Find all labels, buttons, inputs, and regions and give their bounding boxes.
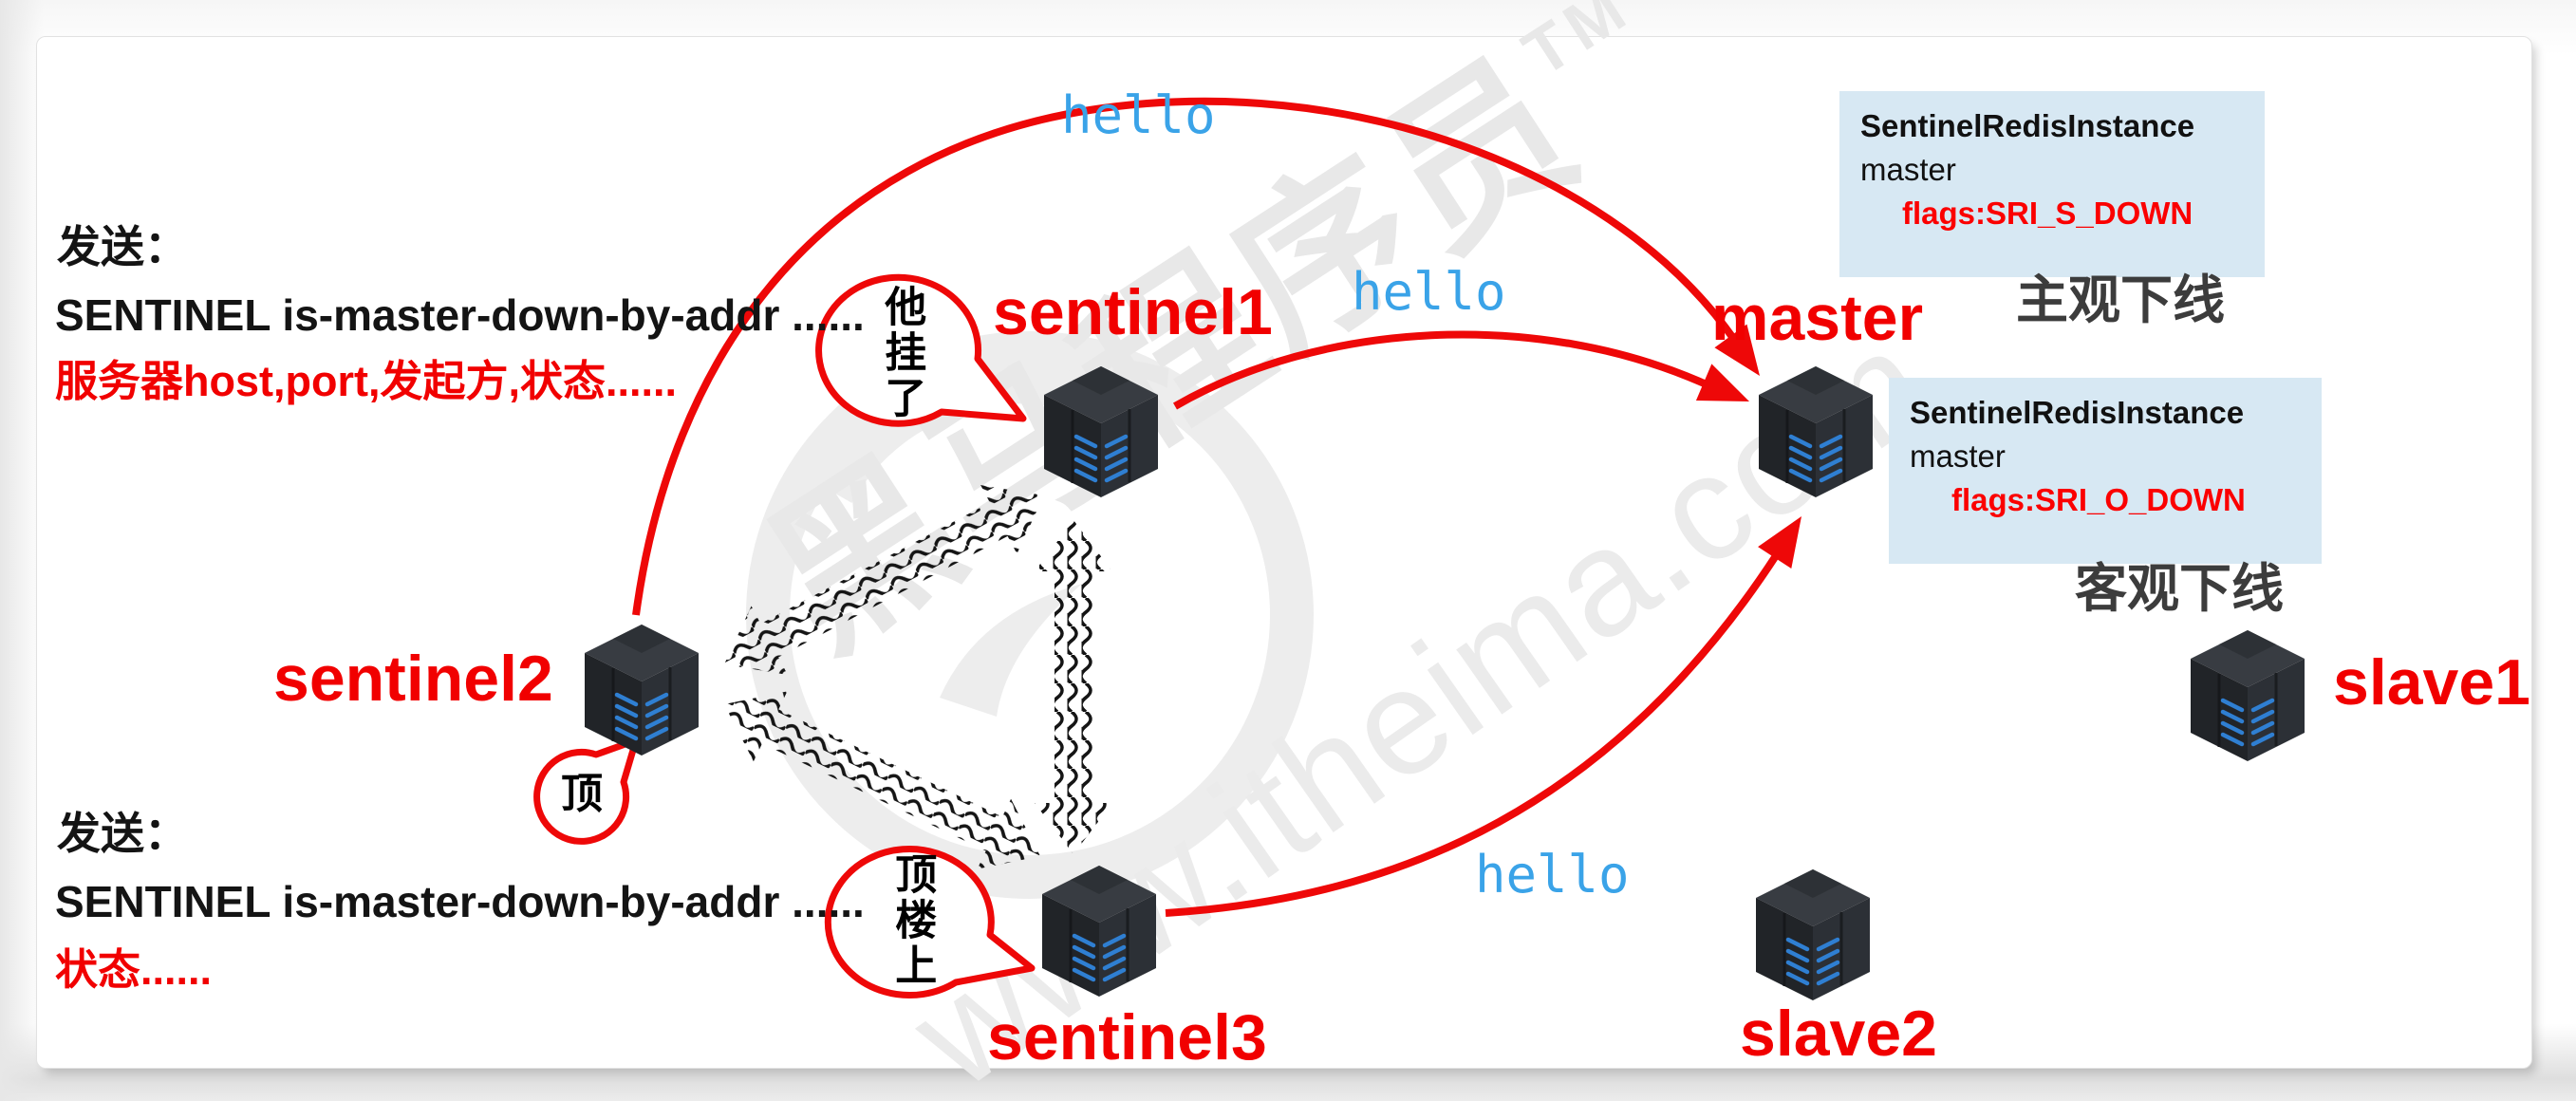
info-box-instance: master: [1910, 439, 2006, 474]
speech-bubbles: [533, 273, 1036, 999]
node-label-sentinel3: sentinel3: [987, 1001, 1267, 1073]
bubble-sentinel3: [824, 846, 1036, 999]
node-label-sentinel1: sentinel1: [993, 276, 1273, 348]
server-icon-sentinel2: [585, 625, 699, 756]
node-label-master: master: [1711, 282, 1924, 354]
caption-objective-down: 客观下线: [2075, 559, 2285, 618]
info-box-flags: flags:SRI_O_DOWN: [1951, 482, 2246, 517]
info-box-title: SentinelRedisInstance: [1860, 108, 2195, 143]
node-label-sentinel2: sentinel2: [273, 643, 553, 715]
hello-label-top: hello: [1061, 85, 1216, 145]
info-box-instance: master: [1860, 152, 1956, 187]
arrow-sentinel2-to-master: [632, 97, 1741, 616]
send-bottom-payload: 状态......: [55, 945, 213, 994]
server-icon-slave1: [2191, 630, 2305, 761]
arrow-sentinel1-to-master: [1172, 330, 1710, 410]
hello-label-bottom: hello: [1475, 845, 1630, 905]
link-sentinel1-sentinel3: [1035, 520, 1112, 854]
link-sentinel2-sentinel1: [724, 485, 1044, 675]
arrow-sentinel3-to-master: [1165, 551, 1781, 917]
info-box-subjective-down: SentinelRedisInstance master flags:SRI_S…: [1839, 91, 2265, 277]
bubble-text-sentinel1: 他挂了: [878, 285, 925, 421]
info-box-flags: flags:SRI_S_DOWN: [1902, 196, 2193, 231]
sentinel-peer-links: [724, 485, 1112, 869]
send-bottom-command: SENTINEL is-master-down-by-addr ......: [55, 877, 865, 926]
info-box-title: SentinelRedisInstance: [1910, 395, 2245, 430]
send-bottom-title: 发送：: [57, 809, 188, 858]
send-top-command: SENTINEL is-master-down-by-addr ......: [55, 290, 865, 340]
bubble-text-sentinel2: 顶: [561, 771, 603, 817]
node-label-slave2: slave2: [1740, 998, 1937, 1070]
send-top-title: 发送：: [57, 222, 188, 271]
bubble-sentinel1: [815, 273, 1027, 427]
bubble-sentinel2: [533, 737, 640, 845]
info-box-objective-down: SentinelRedisInstance master flags:SRI_O…: [1889, 378, 2322, 564]
bubble-text-sentinel3: 顶楼上: [888, 852, 936, 989]
hello-label-middle: hello: [1352, 262, 1506, 322]
server-icon-slave2: [1756, 869, 1870, 1000]
hello-arrows: [632, 97, 1781, 917]
caption-subjective-down: 主观下线: [2016, 271, 2226, 329]
hello-arrowheads: [1695, 324, 1801, 569]
link-sentinel2-sentinel3: [724, 691, 1040, 869]
node-label-slave1: slave1: [2333, 646, 2530, 718]
send-top-payload: 服务器host,port,发起方,状态......: [55, 357, 677, 405]
